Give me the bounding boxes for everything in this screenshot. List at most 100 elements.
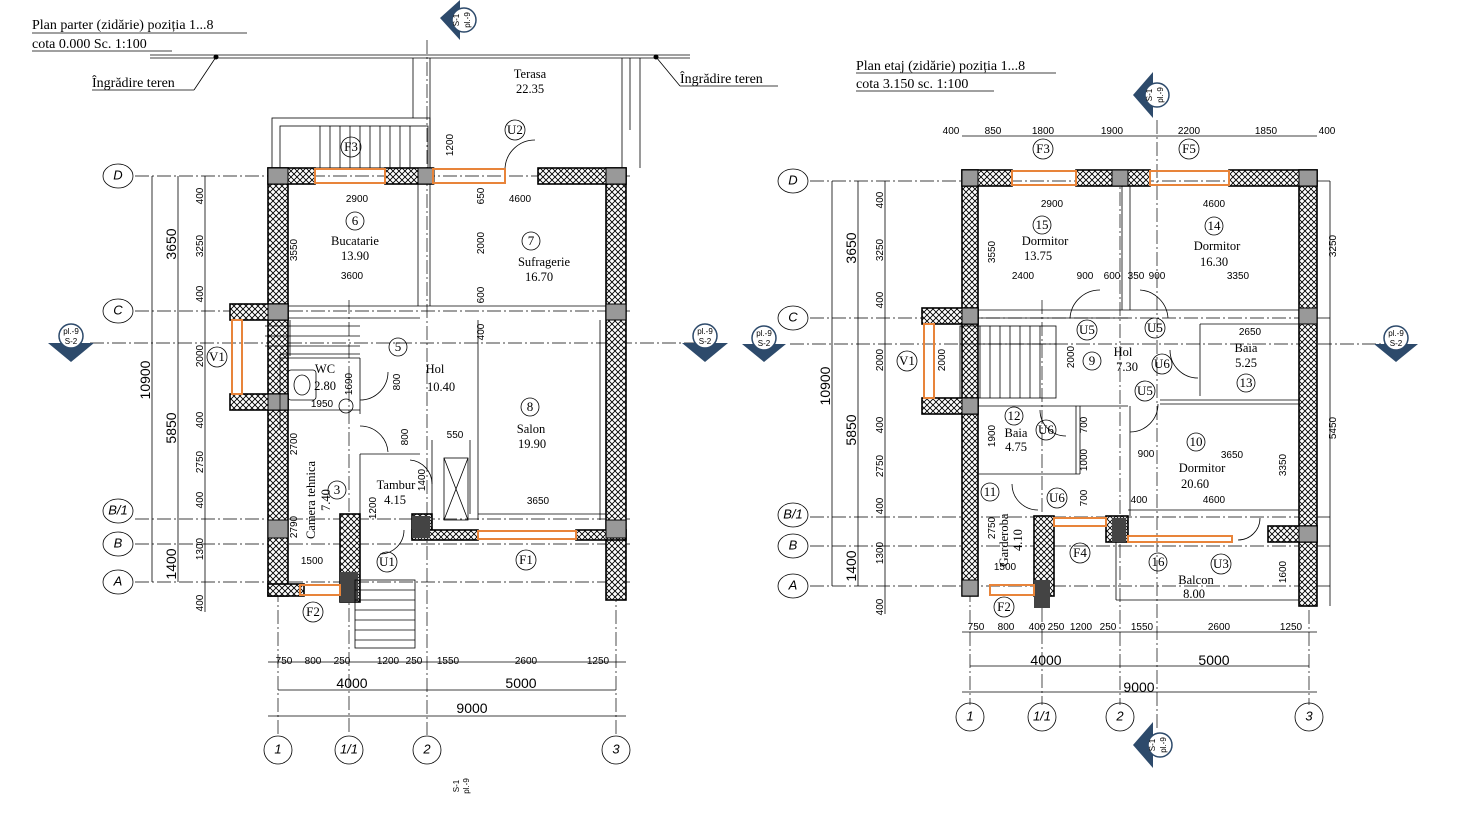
svg-text:4000: 4000 xyxy=(1030,652,1061,668)
opening-tag-u6-a: U6 xyxy=(1151,353,1173,375)
svg-text:1800: 1800 xyxy=(1032,126,1055,137)
svg-text:750: 750 xyxy=(968,622,985,633)
section-mark-right-ground: pl.-9 S-2 xyxy=(682,323,728,362)
svg-text:1200: 1200 xyxy=(377,656,400,667)
svg-text:16.30: 16.30 xyxy=(1200,255,1228,269)
opening-tag-f2: F2 xyxy=(302,601,324,623)
svg-text:Salon: Salon xyxy=(517,422,546,436)
svg-text:pl.-9: pl.-9 xyxy=(463,12,472,28)
svg-text:V1: V1 xyxy=(209,349,225,364)
svg-text:16: 16 xyxy=(1152,554,1166,569)
svg-text:13: 13 xyxy=(1240,375,1253,390)
svg-text:1300: 1300 xyxy=(875,541,886,564)
svg-text:9000: 9000 xyxy=(1123,679,1154,695)
svg-text:600: 600 xyxy=(1104,271,1121,282)
svg-text:D: D xyxy=(788,172,797,187)
room-5: 5 Hol 10.40 xyxy=(388,337,455,394)
opening-tag-u6-c: U6 xyxy=(1046,487,1068,509)
svg-text:Baia: Baia xyxy=(1235,341,1258,355)
room-13: 13 Baia 5.25 xyxy=(1235,341,1258,393)
svg-text:350: 350 xyxy=(1128,271,1145,282)
section-mark-top-upper: S-1 pl.-9 xyxy=(1133,72,1170,118)
opening-tag-u5-b: U5 xyxy=(1144,317,1166,339)
svg-text:20.60: 20.60 xyxy=(1181,477,1209,491)
svg-text:3350: 3350 xyxy=(1278,453,1289,476)
opening-tag-u1: U1 xyxy=(376,551,398,573)
svg-text:12: 12 xyxy=(1008,408,1021,423)
room-16: 16 Balcon 8.00 xyxy=(1148,552,1214,601)
svg-text:900: 900 xyxy=(1077,271,1094,282)
svg-text:1200: 1200 xyxy=(445,133,456,156)
svg-text:7.40: 7.40 xyxy=(319,489,333,511)
svg-text:1850: 1850 xyxy=(1255,126,1278,137)
svg-text:2750: 2750 xyxy=(195,450,206,473)
opening-tag-f3-upper: F3 xyxy=(1032,138,1054,160)
svg-text:Bucatarie: Bucatarie xyxy=(331,234,379,248)
svg-text:250: 250 xyxy=(1100,622,1117,633)
svg-text:400: 400 xyxy=(875,416,886,433)
svg-text:S-1: S-1 xyxy=(1145,88,1154,101)
opening-tag-f3: F3 xyxy=(340,136,362,158)
svg-text:400: 400 xyxy=(195,285,206,302)
section-mark-top-ground: S-1 pl.-9 xyxy=(440,0,477,40)
svg-text:4.15: 4.15 xyxy=(384,493,406,507)
svg-text:900: 900 xyxy=(1149,271,1166,282)
svg-text:1550: 1550 xyxy=(1131,622,1154,633)
svg-text:2750: 2750 xyxy=(875,454,886,477)
svg-text:11: 11 xyxy=(984,484,997,499)
svg-text:C: C xyxy=(788,309,798,324)
svg-text:F2: F2 xyxy=(306,604,320,619)
svg-text:8.00: 8.00 xyxy=(1183,587,1205,601)
window-f3 xyxy=(314,168,386,184)
svg-text:S-1: S-1 xyxy=(452,779,461,792)
room-12: 12 Baia 4.75 xyxy=(1005,406,1028,454)
svg-text:V1: V1 xyxy=(899,353,915,368)
room-11: 11 Garderoba 4.10 xyxy=(980,482,1025,566)
svg-text:2000: 2000 xyxy=(937,348,948,371)
svg-text:400: 400 xyxy=(195,594,206,611)
section-mark-bottom-upper: S-1 pl.-9 xyxy=(1133,722,1173,768)
svg-text:A: A xyxy=(788,577,798,592)
svg-text:7: 7 xyxy=(528,233,535,248)
svg-text:Hol: Hol xyxy=(426,362,445,376)
ground-left-dimensions: 400 3250 400 2000 400 2750 400 1300 400 … xyxy=(137,187,206,611)
svg-text:400: 400 xyxy=(1131,495,1148,506)
svg-text:2000: 2000 xyxy=(476,231,487,254)
svg-text:Hol: Hol xyxy=(1114,345,1133,359)
svg-text:2: 2 xyxy=(422,741,431,756)
upper-bottom-dimensions: 750 800 400 250 1200 250 1550 2600 1250 … xyxy=(968,622,1303,695)
svg-text:400: 400 xyxy=(875,291,886,308)
opening-tag-f5: F5 xyxy=(1178,138,1200,160)
section-mark-bottom-ground: S-1 pl.-9 xyxy=(452,778,471,794)
svg-text:U6: U6 xyxy=(1049,490,1065,505)
svg-text:pl.-9: pl.-9 xyxy=(63,327,79,336)
svg-text:D: D xyxy=(113,167,122,182)
svg-text:B/1: B/1 xyxy=(108,502,128,517)
svg-text:9000: 9000 xyxy=(456,700,487,716)
svg-text:F5: F5 xyxy=(1182,141,1196,156)
terrace-name: Terasa xyxy=(514,67,547,81)
svg-text:2400: 2400 xyxy=(1012,271,1035,282)
svg-text:1690: 1690 xyxy=(344,372,355,395)
svg-text:1600: 1600 xyxy=(1278,560,1289,583)
svg-text:U2: U2 xyxy=(507,122,523,137)
section-mark-left-upper: pl.-9 S-2 xyxy=(742,325,786,362)
svg-text:pl.-9: pl.-9 xyxy=(1159,737,1168,753)
svg-text:6: 6 xyxy=(352,213,359,228)
svg-text:1200: 1200 xyxy=(1070,622,1093,633)
svg-text:S-2: S-2 xyxy=(65,337,78,346)
svg-text:2600: 2600 xyxy=(1208,622,1231,633)
svg-text:19.90: 19.90 xyxy=(518,437,546,451)
ground-bottom-dimensions: 750 800 250 1200 250 1550 2600 1250 4000… xyxy=(276,656,610,716)
svg-text:U6: U6 xyxy=(1038,422,1054,437)
room-wc: WC 2.80 xyxy=(314,362,336,393)
svg-text:400: 400 xyxy=(875,598,886,615)
ground-subtitle: cota 0.000 Sc. 1:100 xyxy=(32,37,147,52)
svg-text:3250: 3250 xyxy=(195,234,206,257)
ground-inner-dimensions: 2900 4600 3600 1200 650 2000 600 400 195… xyxy=(289,133,550,567)
svg-text:3: 3 xyxy=(612,741,620,756)
svg-text:2600: 2600 xyxy=(515,656,538,667)
svg-text:900: 900 xyxy=(1138,449,1155,460)
upper-top-dimensions: 400 850 1800 1900 2200 1850 400 xyxy=(943,126,1336,137)
